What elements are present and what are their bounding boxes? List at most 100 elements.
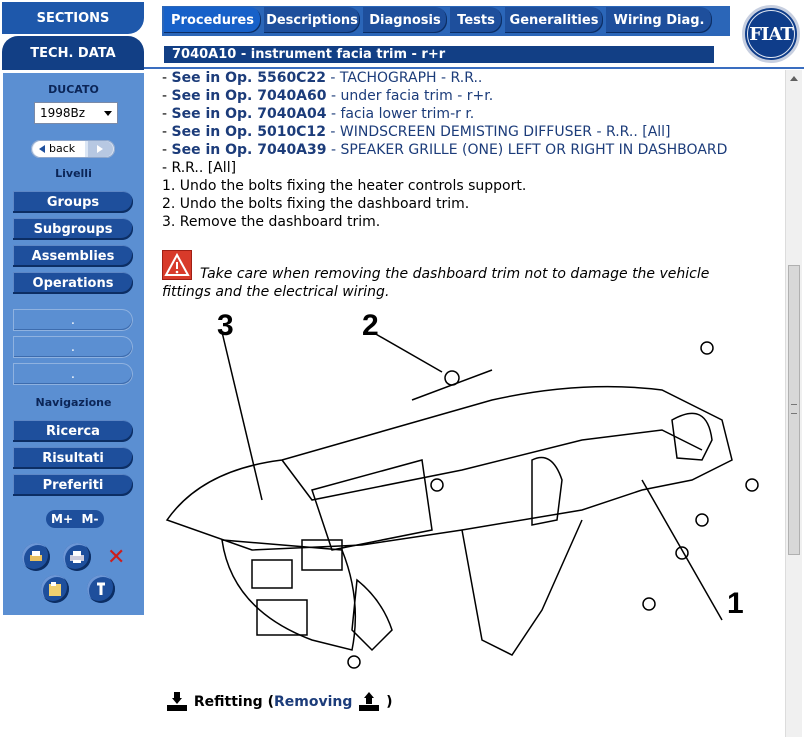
- logo-ring: [747, 10, 795, 58]
- tech-data-tab[interactable]: TECH. DATA: [2, 36, 144, 70]
- vertical-scrollbar[interactable]: [785, 70, 802, 737]
- instrument-cluster: [221, 539, 357, 651]
- paren-close: ): [386, 694, 393, 710]
- op-link[interactable]: See in Op. 7040A04: [171, 106, 327, 122]
- leader-2: [373, 332, 443, 373]
- livelli-heading: Livelli: [55, 167, 92, 180]
- ref-prefix: -: [162, 88, 172, 104]
- content-area: - See in Op. 5560C22 - TACHOGRAPH - R.R.…: [162, 70, 784, 737]
- bolt-bottom-left: [347, 655, 361, 669]
- tab-procedures[interactable]: Procedures: [164, 7, 261, 33]
- dash-outline: [165, 385, 733, 551]
- leader-3: [221, 331, 263, 501]
- warning-text: Take care when removing the dashboard tr…: [162, 266, 710, 300]
- heater-support: [461, 519, 583, 656]
- tab-diagnosis[interactable]: Diagnosis: [363, 7, 447, 33]
- header-divider: [144, 67, 804, 69]
- assemblies-button[interactable]: Assemblies: [13, 245, 133, 267]
- chevron-down-icon: [104, 111, 112, 116]
- tool-icon[interactable]: [87, 575, 115, 603]
- op-link[interactable]: See in Op. 7040A60: [171, 88, 327, 104]
- refitting-row: Refitting (Removing ): [165, 692, 393, 712]
- close-icon[interactable]: ✕: [107, 545, 126, 570]
- ref-text[interactable]: - SPEAKER GRILLE (ONE) LEFT OR RIGHT IN …: [326, 142, 728, 158]
- ref-line: - See in Op. 5560C22 - TACHOGRAPH - R.R.…: [162, 70, 482, 86]
- empty-slot-button-1[interactable]: .: [13, 309, 133, 331]
- callout-3: 3: [217, 310, 234, 342]
- refit-label: Refitting: [193, 694, 263, 710]
- sections-tab[interactable]: SECTIONS: [2, 2, 144, 34]
- step-1: 1. Undo the bolts fixing the heater cont…: [162, 178, 527, 194]
- folder-icon[interactable]: [41, 575, 69, 603]
- op-link[interactable]: See in Op. 5560C22: [171, 70, 326, 86]
- ref-prefix: -: [162, 106, 172, 122]
- back-label: back: [49, 142, 76, 155]
- paren-open: (: [267, 694, 274, 710]
- bolt-centre: [430, 478, 444, 492]
- ref-text[interactable]: - TACHOGRAPH - R.R..: [325, 70, 483, 86]
- gauge-right: [301, 539, 343, 571]
- remove-up-icon[interactable]: [357, 692, 381, 712]
- variant-select[interactable]: 1998Bz: [34, 102, 118, 124]
- scroll-thumb[interactable]: [788, 265, 800, 555]
- ref-text[interactable]: - WINDSCREEN DEMISTING DIFFUSER - R.R.. …: [325, 124, 671, 140]
- printer-icon[interactable]: [63, 543, 91, 571]
- vent-right: [671, 412, 713, 461]
- sidebar: DUCATO 1998Bz back Livelli Groups Subgro…: [3, 73, 144, 615]
- tab-wiring-diag[interactable]: Wiring Diag.: [606, 7, 712, 33]
- refit-down-icon: [167, 692, 187, 711]
- empty-slot-button-3[interactable]: .: [13, 363, 133, 385]
- groups-button[interactable]: Groups: [13, 191, 133, 213]
- callout-1: 1: [727, 587, 744, 620]
- empty-slot-button-2[interactable]: .: [13, 336, 133, 358]
- tab-descriptions[interactable]: Descriptions: [264, 7, 360, 33]
- ref-line: - See in Op. 5010C12 - WINDSCREEN DEMIST…: [162, 124, 671, 140]
- subgroups-button[interactable]: Subgroups: [13, 218, 133, 240]
- grip-icon: [791, 404, 797, 414]
- tab-tests[interactable]: Tests: [450, 7, 502, 33]
- header: SECTIONS TECH. DATA Procedures Descripti…: [0, 0, 804, 70]
- ref-text[interactable]: - facia lower trim-r r.: [326, 106, 475, 122]
- ref-line: - See in Op. 7040A04 - facia lower trim-…: [162, 106, 474, 122]
- risultati-button[interactable]: Risultati: [13, 447, 133, 469]
- step-2: 2. Undo the bolts fixing the dashboard t…: [162, 196, 470, 212]
- bolt-top-right: [700, 341, 714, 355]
- op-link[interactable]: See in Op. 5010C12: [171, 124, 326, 140]
- operations-button[interactable]: Operations: [13, 272, 133, 294]
- removing-link[interactable]: Removing: [273, 694, 353, 710]
- print-icon[interactable]: [22, 543, 50, 571]
- tab-generalities[interactable]: Generalities: [505, 7, 603, 33]
- memory-minus-button[interactable]: M-: [81, 512, 99, 526]
- scroll-up-button[interactable]: [786, 70, 802, 87]
- variant-value: 1998Bz: [40, 106, 86, 120]
- page-title: 7040A10 - instrument facia trim - r+r: [164, 46, 714, 63]
- ref-text[interactable]: - under facia trim - r+r.: [326, 88, 494, 104]
- ref-line: - See in Op. 7040A60 - under facia trim …: [162, 88, 493, 104]
- bolt-leader-1: [641, 479, 723, 621]
- bolt-right-3: [675, 546, 689, 560]
- arrow-right-icon: [97, 145, 103, 153]
- chevron-up-icon: [790, 76, 798, 81]
- bolt-right-1: [745, 478, 759, 492]
- bracket-left: [351, 578, 393, 652]
- step-3: 3. Remove the dashboard trim.: [162, 214, 381, 230]
- switch-panel: [256, 599, 308, 636]
- ref-prefix: -: [162, 124, 172, 140]
- diagram-drawing: [165, 331, 759, 669]
- memory-plus-button[interactable]: M+: [51, 512, 73, 526]
- op-link[interactable]: See in Op. 7040A39: [171, 142, 327, 158]
- callout-2: 2: [362, 310, 379, 342]
- back-button[interactable]: back: [33, 141, 85, 157]
- gauge-left: [251, 559, 293, 589]
- bolt-right-2: [695, 513, 709, 527]
- ref-continuation: - R.R.. [All]: [162, 160, 237, 176]
- centre-console: [311, 459, 433, 551]
- forward-button[interactable]: [88, 141, 113, 157]
- preferiti-button[interactable]: Preferiti: [13, 474, 133, 496]
- ricerca-button[interactable]: Ricerca: [13, 420, 133, 442]
- ref-prefix: -: [162, 142, 172, 158]
- bolt-right-4: [642, 597, 656, 611]
- bolt-2: [444, 370, 460, 386]
- ref-prefix: -: [162, 70, 172, 86]
- model-label: DUCATO: [48, 83, 99, 96]
